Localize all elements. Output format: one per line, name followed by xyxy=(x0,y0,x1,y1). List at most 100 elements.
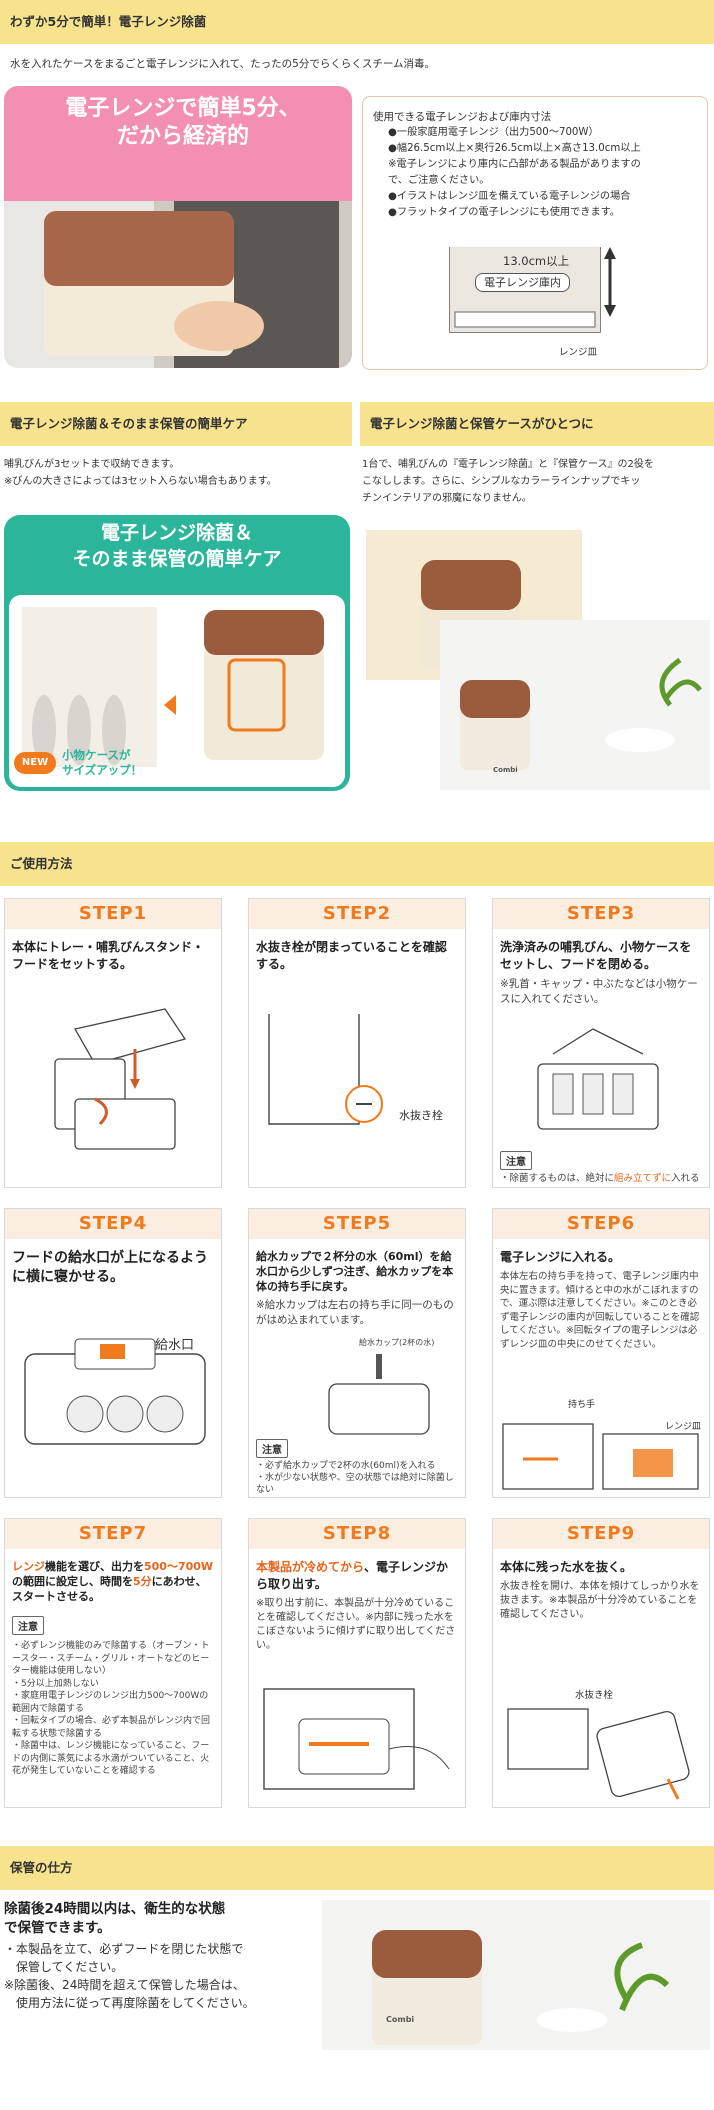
pink-headline: 電子レンジで簡単5分、 だから経済的 xyxy=(58,95,308,151)
note-line: ・回転タイプの場合、必ず本製品がレンジ内で回転する状態で除菌する xyxy=(12,1716,211,1739)
step-2-heading: STEP2 xyxy=(249,899,465,929)
step-3-note: 注意 xyxy=(493,1151,532,1170)
step-3-illustration xyxy=(537,1028,659,1130)
step-8-heading: STEP8 xyxy=(249,1519,465,1549)
warning-badge: 注意 xyxy=(12,1616,44,1635)
storage-headline: 除菌後24時間以内は、衛生的な状態 で保管できます。 xyxy=(4,1900,225,1938)
title-part: 機能を選び、出力を xyxy=(45,1560,144,1573)
small-case-text: 小物ケースが サイズアップ！ xyxy=(62,748,142,778)
step-6-label-dish: レンジ皿 xyxy=(665,1422,702,1432)
care-line: 哺乳びんが3セットまで収納できます。 xyxy=(4,459,180,470)
step-9-label: 水抜き栓 xyxy=(575,1690,614,1701)
case-text: 1台で、哺乳びんの『電子レンジ除菌』と『保管ケース』の2役を こなしします。さら… xyxy=(362,456,712,507)
step-3-card: STEP3 洗浄済みの哺乳びん、小物ケースをセットし、フードを閉める。 ※乳首・… xyxy=(492,898,710,1188)
pink-headline-1: 電子レンジで簡単5分、 xyxy=(65,96,301,121)
step-1-title: 本体にトレー・哺乳びんスタンド・フードをセットする。 xyxy=(12,940,205,971)
step-4-label: 給水口 xyxy=(155,1338,195,1353)
size-line: ●イラストはレンジ皿を備えている電子レンジの場合 xyxy=(388,191,631,202)
storage-photo xyxy=(322,1900,710,2050)
step-4-heading: STEP4 xyxy=(5,1209,221,1239)
step-7-heading: STEP7 xyxy=(5,1519,221,1549)
storage-headline-2: で保管できます。 xyxy=(4,1920,111,1936)
step-8-illustration xyxy=(263,1688,450,1790)
step-5-heading: STEP5 xyxy=(249,1209,465,1239)
storage-line: 使用方法に従って再度除菌をしてください。 xyxy=(16,1996,255,2010)
step-2-label: 水抜き栓 xyxy=(399,1109,443,1122)
title-part: の範囲に設定し、時間を xyxy=(12,1575,133,1588)
section-header-care: 電子レンジ除菌＆そのまま保管の簡単ケア xyxy=(0,402,352,446)
step-8-text: ※取り出す前に、本製品が十分冷めていることを確認してください。※内部に残った水を… xyxy=(256,1598,456,1651)
note-line: ・水が少ない状態や、空の状態では絶対に除菌しない xyxy=(256,1473,454,1495)
height-label: 13.0cm以上 xyxy=(503,254,570,268)
step-9-heading: STEP9 xyxy=(493,1519,709,1549)
step-1-heading: STEP1 xyxy=(5,899,221,929)
step-3-heading: STEP3 xyxy=(493,899,709,929)
step-6-label-handle: 持ち手 xyxy=(568,1400,596,1410)
new-badge: NEW xyxy=(14,752,56,774)
size-info-box: 使用できる電子レンジおよび庫内寸法 ●一般家庭用電子レンジ（出力500〜700W… xyxy=(362,96,708,370)
step-6-illustration xyxy=(502,1423,699,1490)
title-part: レンジ xyxy=(12,1560,45,1573)
note-line: ・5分以上加熱しない xyxy=(12,1678,99,1689)
care-text: 哺乳びんが3セットまで収納できます。 ※びんの大きさによっては3セット入らない場… xyxy=(4,456,277,490)
storage-line: ・本製品を立て、必ずフードを閉じた状態で xyxy=(4,1942,244,1956)
green-care-panel xyxy=(4,515,350,791)
storage-headline-1: 除菌後24時間以内は、衛生的な状態 xyxy=(4,1901,226,1917)
step-7-title: レンジ機能を選び、出力を500〜700Wの範囲に設定し、時間を5分にあわせ、スタ… xyxy=(5,1549,221,1604)
pink-headline-2: だから経済的 xyxy=(116,124,249,149)
step-4-card: STEP4 フードの給水口が上になるように横に寝かせる。 給水口 xyxy=(4,1208,222,1498)
case-line: 1台で、哺乳びんの『電子レンジ除菌』と『保管ケース』の2役を xyxy=(362,459,654,470)
section-header-storage: 保管の仕方 xyxy=(0,1846,714,1890)
section-header-case: 電子レンジ除菌と保管ケースがひとつに xyxy=(360,402,714,446)
green-headline-1: 電子レンジ除菌＆ xyxy=(100,522,253,544)
dish-label: レンジ皿 xyxy=(559,347,598,358)
title-part: 本製品が冷めてから xyxy=(256,1560,365,1574)
step-4-illustration xyxy=(24,1338,206,1445)
note-line: ・除菌中は、レンジ機能になっていること、フードの内側に蒸気による水滴がついている… xyxy=(12,1741,210,1776)
step-8-card: STEP8 本製品が冷めてから、電子レンジから取り出す。 ※取り出す前に、本製品… xyxy=(248,1518,466,1808)
step-7-note: 注意 xyxy=(5,1616,221,1635)
care-line: ※びんの大きさによっては3セット入らない場合もあります。 xyxy=(4,476,277,487)
step-5-title: 給水カップで２杯分の水（60ml）を給水口から少しずつ注ぎ、給水カップを本体の持… xyxy=(256,1250,454,1293)
step-1-card: STEP1 本体にトレー・哺乳びんスタンド・フードをセットする。 xyxy=(4,898,222,1188)
step-9-illustration xyxy=(507,1708,690,1800)
note-part: 組み立てずに xyxy=(614,1173,672,1184)
step-6-card: STEP6 電子レンジに入れる。 本体左右の持ち手を持って、電子レンジ庫内中央に… xyxy=(492,1208,710,1498)
step-5-text: ※給水カップは左右の持ち手に同一のものがはめ込まれています。 xyxy=(256,1299,454,1326)
warning-badge: 注意 xyxy=(256,1439,288,1458)
step-5-illustration xyxy=(328,1354,430,1435)
green-headline-2: そのまま保管の簡単ケア xyxy=(72,548,282,570)
step-9-card: STEP9 本体に残った水を抜く。 水抜き栓を開け、本体を傾けてしっかり水を抜き… xyxy=(492,1518,710,1808)
step-9-title: 本体に残った水を抜く。 xyxy=(500,1560,633,1574)
size-info-title: 使用できる電子レンジおよび庫内寸法 xyxy=(373,111,552,123)
step-2-card: STEP2 水抜き栓が閉まっていることを確認する。 水抜き栓 xyxy=(248,898,466,1188)
case-line: チンインテリアの邪魔になりません。 xyxy=(362,493,532,504)
green-headline: 電子レンジ除菌＆ そのまま保管の簡単ケア xyxy=(4,520,350,572)
step-7-note-text: ・必ずレンジ機能のみで除菌する（オーブン・トースター・スチーム・グリル・オートな… xyxy=(5,1635,221,1778)
size-line: ●一般家庭用電子レンジ（出力500〜700W） xyxy=(388,127,599,138)
step-5-note: 注意 xyxy=(249,1439,288,1458)
step-7-card: STEP7 レンジ機能を選び、出力を500〜700Wの範囲に設定し、時間を5分に… xyxy=(4,1518,222,1808)
title-part: 500〜700W xyxy=(144,1560,214,1573)
case-line: こなしします。さらに、シンプルなカラーラインナップでキッ xyxy=(362,476,641,487)
step-4-title: フードの給水口が上になるように横に寝かせる。 xyxy=(12,1250,208,1285)
note-part: ・除菌するものは、絶対に xyxy=(500,1173,615,1184)
size-line: ●幅26.5cm以上×奥行26.5cm以上×高さ13.0cm以上 xyxy=(388,143,641,154)
note-part: 入れる xyxy=(671,1173,700,1184)
oven-label: 電子レンジ庫内 xyxy=(475,273,570,292)
intro-text: 水を入れたケースをまるごと電子レンジに入れて、たったの5分でらくらくスチーム消毒… xyxy=(10,58,435,70)
storage-brand: Combi xyxy=(386,2015,415,2024)
size-line: で、ご注意ください。 xyxy=(388,175,490,186)
size-info-lines: ●一般家庭用電子レンジ（出力500〜700W） ●幅26.5cm以上×奥行26.… xyxy=(388,125,641,221)
note-line: ・必ずレンジ機能のみで除菌する（オーブン・トースター・スチーム・グリル・オートな… xyxy=(12,1641,210,1676)
size-line: ●フラットタイプの電子レンジにも使用できます。 xyxy=(388,207,620,218)
step-1-illustration xyxy=(54,1008,187,1150)
step-5-card: STEP5 給水カップで２杯分の水（60ml）を給水口から少しずつ注ぎ、給水カッ… xyxy=(248,1208,466,1498)
step-6-title: 電子レンジに入れる。 xyxy=(500,1250,621,1264)
brand-logo: Combi xyxy=(493,766,518,774)
step-9-text: 水抜き栓を開け、本体を傾けてしっかり水を抜きます。※本製品が十分冷めていることを… xyxy=(500,1581,700,1620)
step-2-illustration xyxy=(268,1014,383,1125)
section-header-microwave: わずか5分で簡単！電子レンジ除菌 xyxy=(0,0,714,44)
step-8-title: 本製品が冷めてから、電子レンジから取り出す。 xyxy=(249,1549,465,1593)
small-case-line: 小物ケースが xyxy=(62,748,131,762)
